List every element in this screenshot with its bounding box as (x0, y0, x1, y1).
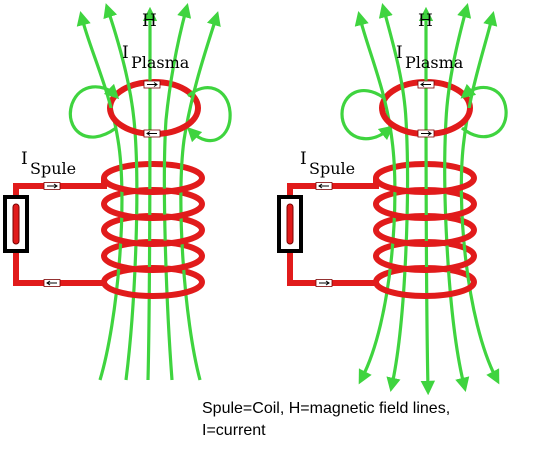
plasma-field-loops-right (340, 83, 508, 141)
i-spule-main-right: I (300, 149, 307, 169)
field-line (443, 3, 472, 392)
field-loop-right (460, 83, 508, 139)
field-line (76, 11, 124, 381)
i-spule-main-left: I (21, 149, 28, 169)
h-label-left: H (142, 11, 157, 31)
plasma-current-arrows-left (143, 80, 161, 138)
plasma-field-loops-left (68, 83, 232, 143)
i-plasma-sub-left: Plasma (131, 53, 190, 72)
field-loop-left (340, 89, 394, 141)
coil-front-left (101, 177, 205, 299)
plasma-current-arrows-right (417, 80, 435, 138)
i-spule-sub-right: Spule (309, 159, 355, 178)
caption-line-2: I=current (202, 422, 266, 439)
field-line (162, 3, 192, 381)
caption-line-1: Spule=Coil, H=magnetic field lines, (202, 400, 451, 417)
field-line (103, 3, 139, 381)
lead-current-arrows-right (315, 182, 333, 287)
h-label-right: H (418, 11, 433, 31)
lead-current-arrows-left (43, 182, 61, 287)
coil-leads-left (13, 178, 107, 286)
rf-source-left (3, 195, 29, 253)
panel-left: H I Plasma I Spule (3, 3, 232, 381)
panel-right: H I Plasma I Spule (277, 3, 508, 396)
i-plasma-main-left: I (122, 43, 129, 63)
rf-source-right (277, 195, 303, 253)
field-line (179, 11, 221, 381)
field-line (459, 11, 500, 385)
field-loop-left (68, 83, 120, 139)
i-plasma-main-right: I (396, 43, 403, 63)
i-spule-sub-left: Spule (30, 159, 76, 178)
i-plasma-sub-right: Plasma (405, 53, 464, 72)
field-loop-right (186, 86, 232, 143)
coil-front-right (373, 177, 477, 299)
caption: Spule=Coil, H=magnetic field lines, I=cu… (202, 398, 532, 442)
field-line (378, 3, 410, 393)
